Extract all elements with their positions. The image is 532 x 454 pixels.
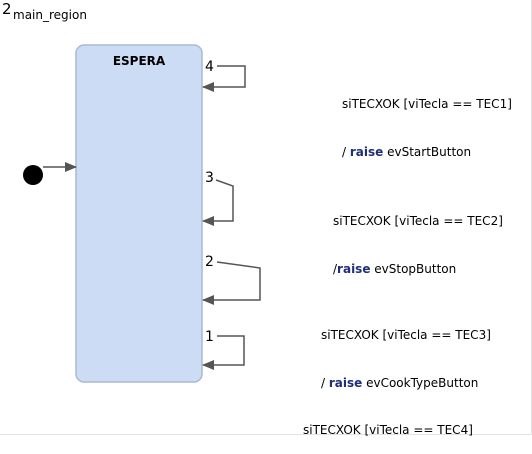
transition-tec2-effect: /raise evStopButton (333, 262, 457, 276)
transition-tec1-label[interactable]: siTECXOK [viTecla == TEC1] / raise evSta… (342, 64, 512, 176)
transition-tec1-trigger: siTECXOK [viTecla == TEC1] (342, 97, 512, 111)
transition-tec3[interactable] (202, 261, 261, 305)
transition-tec1[interactable] (202, 65, 246, 92)
region-number: 2 (2, 0, 12, 18)
transition-tec2-trigger: siTECXOK [viTecla == TEC2] (333, 214, 503, 228)
state-espera[interactable] (75, 44, 203, 383)
transition-tec4[interactable] (202, 335, 245, 370)
initial-state[interactable] (23, 165, 43, 185)
transition-tec3-effect: / raise evCookTypeButton (321, 376, 479, 390)
transition-tec2-priority: 3 (205, 170, 214, 186)
raise-keyword: raise (349, 145, 384, 159)
transition-tec1-priority: 4 (205, 59, 214, 75)
statechart: ESPERA 4 3 2 1 (23, 44, 261, 383)
transition-tec2[interactable] (202, 179, 234, 226)
transition-tec4-label[interactable]: siTECXOK [viTecla == TEC4] (303, 390, 473, 454)
transition-tec3-priority: 2 (205, 254, 214, 270)
transition-tec3-label[interactable]: siTECXOK [viTecla == TEC3] / raise evCoo… (321, 295, 491, 407)
transition-tec1-effect: / raise evStartButton (342, 145, 472, 159)
transition-tec4-trigger: siTECXOK [viTecla == TEC4] (303, 423, 473, 437)
transition-tec4-priority: 1 (205, 329, 214, 345)
state-espera-name: ESPERA (113, 54, 166, 68)
raise-keyword: raise (328, 376, 363, 390)
transition-tec2-label[interactable]: siTECXOK [viTecla == TEC2] /raise evStop… (333, 181, 503, 293)
raise-keyword: raise (337, 262, 371, 276)
region-name: main_region (13, 8, 87, 22)
transition-tec3-trigger: siTECXOK [viTecla == TEC3] (321, 328, 491, 342)
